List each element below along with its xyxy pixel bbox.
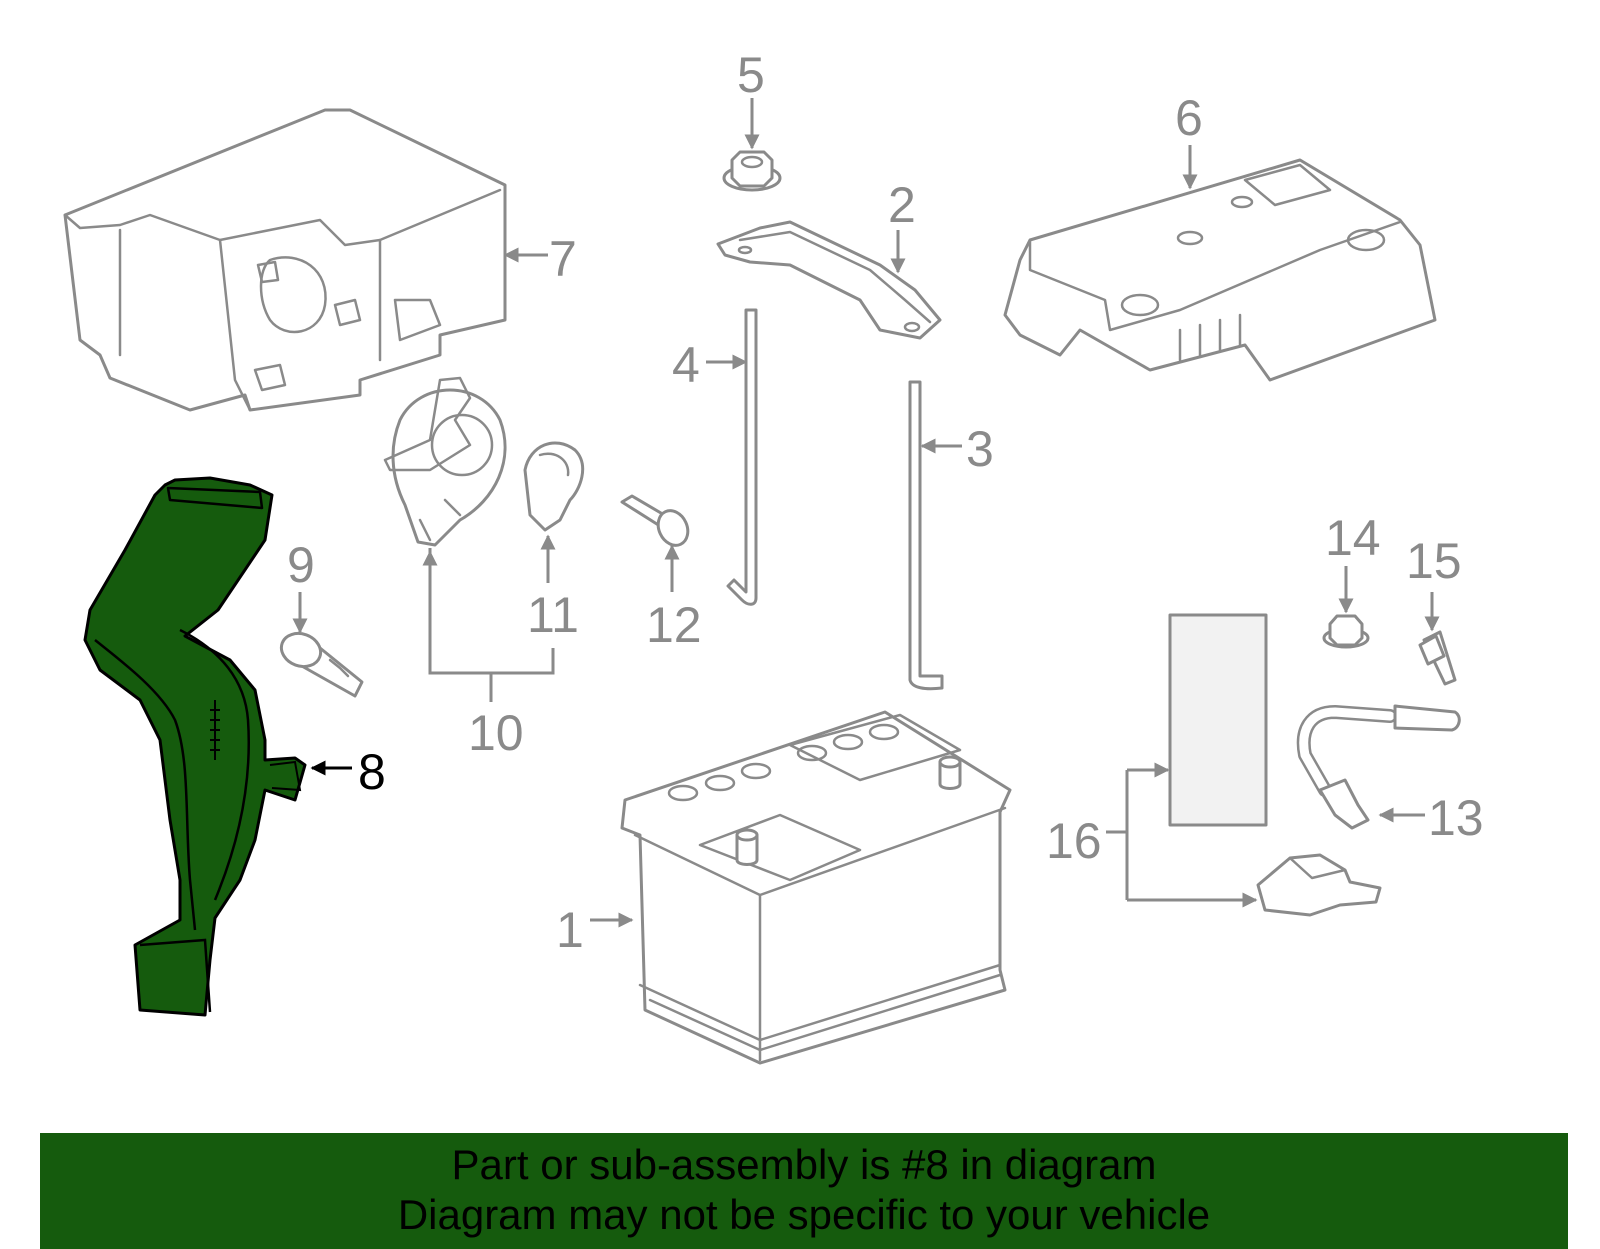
part-7-battery-box <box>63 108 507 412</box>
callout-labels: 1 2 3 4 5 6 7 8 9 10 11 12 13 14 15 16 <box>287 47 1484 958</box>
callout-10: 10 <box>468 705 524 761</box>
callout-11: 11 <box>527 587 579 643</box>
callout-2: 2 <box>888 177 916 233</box>
leader-lines <box>292 98 1440 928</box>
part-14-nut <box>1322 614 1370 649</box>
part-5-nut <box>722 150 782 192</box>
part-12-bolt <box>620 494 690 547</box>
part-3-rod <box>908 380 944 691</box>
part-10-sensor <box>383 376 507 547</box>
callout-5: 5 <box>737 47 765 103</box>
banner-line-disclaimer: Diagram may not be specific to your vehi… <box>397 1191 1211 1238</box>
callout-9: 9 <box>287 537 315 593</box>
part-9-bolt <box>279 631 364 698</box>
part-15-stud <box>1418 630 1457 686</box>
part-11-clip <box>523 441 585 532</box>
part-8-duct-body <box>83 476 307 1017</box>
part-1-battery <box>620 710 1012 1065</box>
part-8-air-duct <box>83 476 307 1017</box>
part-13-cable <box>1296 704 1461 830</box>
part-6-battery-cover <box>1003 158 1437 382</box>
callout-1: 1 <box>556 902 584 958</box>
banner-line-part-number: Part or sub-assembly is #8 in diagram <box>451 1141 1157 1188</box>
info-banner: Part or sub-assembly is #8 in diagram Di… <box>40 1133 1568 1249</box>
callout-16: 16 <box>1046 813 1102 869</box>
callout-14: 14 <box>1325 510 1381 566</box>
callout-15: 15 <box>1406 533 1462 589</box>
callout-12: 12 <box>646 597 702 653</box>
callout-7: 7 <box>549 231 577 287</box>
callout-3: 3 <box>966 421 994 477</box>
part-4-rod <box>726 308 758 606</box>
callout-8: 8 <box>358 744 386 800</box>
part-16-assembly <box>1168 613 1382 917</box>
part-2-hold-down-bracket <box>716 220 942 340</box>
callout-13: 13 <box>1428 790 1484 846</box>
callout-4: 4 <box>672 337 700 393</box>
callout-6: 6 <box>1175 90 1203 146</box>
